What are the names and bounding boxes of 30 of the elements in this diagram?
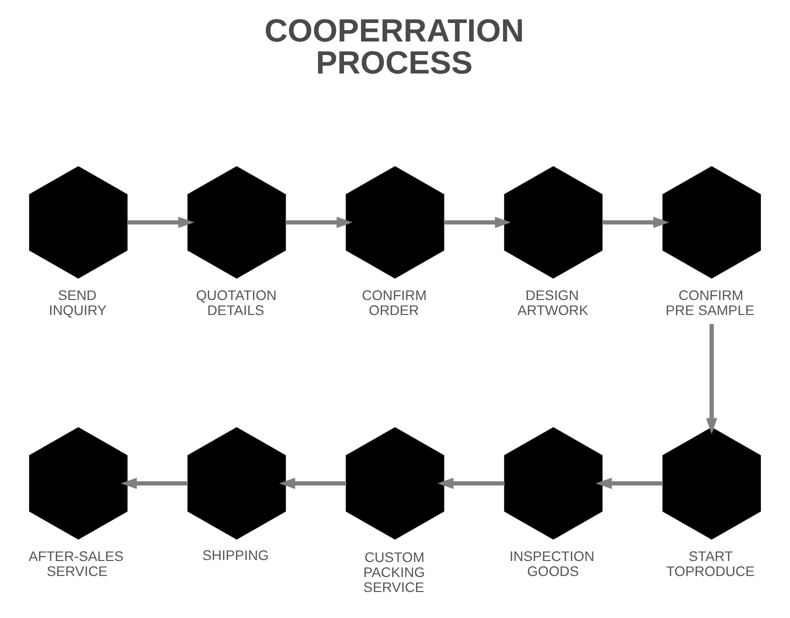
node-label: CONFIRM ORDER (362, 286, 427, 318)
diagram-title: COOPERRATION PROCESS (264, 12, 524, 81)
node-hexagon (662, 427, 761, 540)
arrow (444, 216, 512, 228)
node-hexagon (29, 427, 128, 540)
node-hexagon (504, 427, 603, 540)
node-label: CONFIRM PRE SAMPLE (666, 286, 754, 318)
node-label: QUOTATION DETAILS (196, 286, 277, 318)
node-label: SEND INQUIRY (48, 286, 107, 318)
node-hexagon (29, 166, 128, 279)
node-label: START TOPRODUCE (666, 548, 755, 579)
arrow (127, 216, 194, 228)
arrow (437, 478, 505, 490)
node-label: DESIGN ARTWORK (517, 286, 588, 318)
arrow (706, 324, 718, 434)
node-hexagon (504, 166, 603, 279)
arrow (286, 216, 353, 228)
node-label: CUSTOM PACKING SERVICE (363, 548, 425, 595)
arrow (120, 478, 188, 490)
node-label: INSPECTION GOODS (509, 548, 594, 579)
arrow (602, 216, 670, 228)
node-hexagon (187, 427, 286, 540)
node-hexagon (346, 166, 444, 279)
arrow (279, 478, 346, 490)
node-label: AFTER-SALES SERVICE (28, 548, 124, 579)
node-label: SHIPPING (202, 546, 269, 563)
node-hexagon (346, 427, 444, 540)
node-hexagon (662, 166, 761, 279)
arrow (596, 478, 663, 490)
node-hexagon (187, 166, 286, 279)
